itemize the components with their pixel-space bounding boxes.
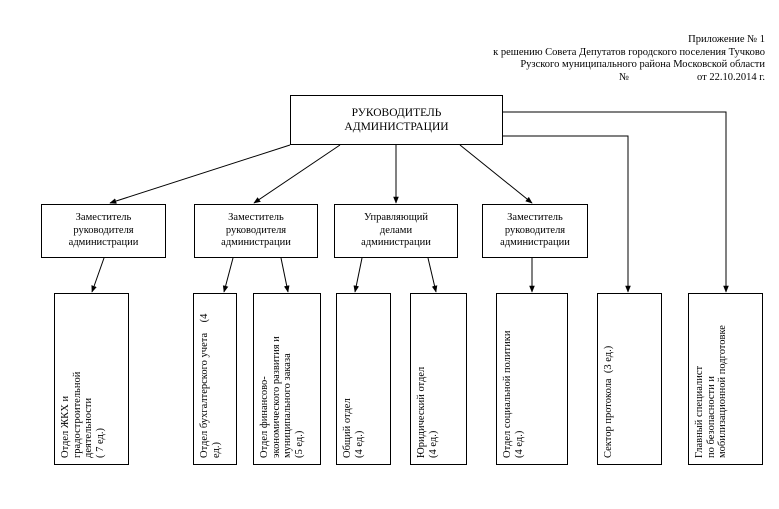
department-text-housing: Отдел ЖКХ и градостроительной деятельнос… xyxy=(60,371,106,458)
department-text-accounting: Отдел бухгалтерского учета (4 ед.) xyxy=(199,313,222,458)
header-number-row: № от 22.10.2014 г. xyxy=(493,72,765,85)
department-box-protocol: Сектор протокола (3 ед.) xyxy=(597,293,662,465)
department-text-social: Отдел социальной политики (4 ед.) xyxy=(502,330,525,458)
deputy-1-line-2: руководителя xyxy=(73,224,134,236)
head-line-1: РУКОВОДИТЕЛЬ xyxy=(351,107,442,119)
header-number-mark: № xyxy=(619,71,630,83)
manager-line-2: делами xyxy=(379,224,413,236)
department-box-finance: Отдел финансово- экономического развития… xyxy=(253,293,321,465)
department-text-general: Общий отдел (4 ед.) xyxy=(342,398,365,458)
deputy-2-line-3: администрации xyxy=(221,237,291,249)
connector-head-to-specialist xyxy=(503,111,729,293)
header-date: от 22.10.2014 г. xyxy=(697,71,765,83)
department-text-protocol: Сектор протокола (3 ед.) xyxy=(603,345,614,458)
head-line-2: АДМИНИСТРАЦИИ xyxy=(344,121,449,133)
head-box: РУКОВОДИТЕЛЬ АДМИНИСТРАЦИИ xyxy=(290,95,503,145)
department-box-accounting: Отдел бухгалтерского учета (4 ед.) xyxy=(193,293,237,465)
department-box-security-specialist: Главный специалист по безопасности и моб… xyxy=(688,293,763,465)
deputy-head-box-2: Заместитель руководителя администрации xyxy=(194,204,318,258)
connector-head-to-protocol xyxy=(503,135,631,293)
deputy-1-line-3: администрации xyxy=(68,237,139,249)
connector-head-to-deputy-1 xyxy=(109,144,291,204)
manager-line-1: Управляющий xyxy=(363,212,429,224)
affairs-manager-box: Управляющий делами администрации xyxy=(334,204,458,258)
department-text-finance: Отдел финансово- экономического развития… xyxy=(259,336,305,458)
deputy-2-line-1: Заместитель xyxy=(228,212,284,224)
connector-manager-to-legal xyxy=(427,257,438,293)
deputy-2-line-2: руководителя xyxy=(225,224,287,236)
department-text-security-specialist: Главный специалист по безопасности и моб… xyxy=(694,325,728,458)
deputy-head-box-4: Заместитель руководителя администрации xyxy=(482,204,588,258)
connector-deputy-1-to-housing xyxy=(91,257,105,293)
deputy-4-line-1: Заместитель xyxy=(507,212,563,224)
manager-line-3: администрации xyxy=(361,237,431,249)
connector-deputy-2-to-accounting xyxy=(222,257,234,293)
connector-deputy-2-to-finance xyxy=(280,257,290,293)
header-line-1: Приложение № 1 xyxy=(688,34,765,45)
department-box-housing: Отдел ЖКХ и градостроительной деятельнос… xyxy=(54,293,129,465)
department-text-legal: Юридический отдел (4 ед.) xyxy=(416,366,439,458)
department-box-social: Отдел социальной политики (4 ед.) xyxy=(496,293,568,465)
department-box-general: Общий отдел (4 ед.) xyxy=(336,293,391,465)
connector-manager-to-general xyxy=(353,257,363,293)
department-box-legal: Юридический отдел (4 ед.) xyxy=(410,293,467,465)
header-line-2: к решению Совета Депутатов городского по… xyxy=(493,46,765,58)
deputy-head-box-1: Заместитель руководителя администрации xyxy=(41,204,166,258)
header-line-3: Рузского муниципального района Московско… xyxy=(520,59,765,70)
deputy-4-line-3: администрации xyxy=(500,237,570,249)
deputy-1-line-1: Заместитель xyxy=(75,212,132,224)
header-note: Приложение № 1 к решению Совета Депутато… xyxy=(493,34,765,84)
connector-head-to-deputy-2 xyxy=(253,144,341,204)
connector-head-to-deputy-4 xyxy=(459,144,533,204)
deputy-4-line-2: руководителя xyxy=(504,224,566,236)
